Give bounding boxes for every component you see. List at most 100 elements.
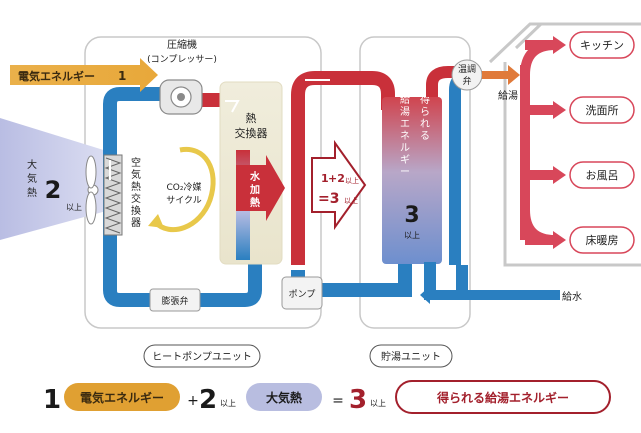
air-hx-zigzag [104,157,122,234]
formula-num1: 1 [43,385,61,415]
storage-unit-label-box [369,344,453,368]
tank-col2-char-4: ネ [400,130,410,142]
arrowhead-washroom [553,101,566,119]
air-heat-char-2: 気 [27,172,37,185]
return-pipe-bottom [200,195,262,307]
tank-to-valve-pipe [426,66,462,97]
mixing-valve-label-line2: 弁 [462,75,471,87]
pump [281,276,323,310]
co2-label-line1: CO₂冷媒 [167,181,202,193]
air-hx-char-6: 器 [131,217,141,229]
water-supply-pipe [430,290,560,300]
destination-washroom [569,96,635,124]
compressor-label-line2: (コンプレッサー) [147,54,217,65]
formula-num2: 2 [199,385,217,415]
cold-to-valve-pipe [449,72,465,265]
air-heat-char-1: 大 [27,158,37,171]
tank-col2-char-3: エ [400,119,410,130]
equation-line1-a: 1 [321,172,329,185]
formula-air-heat-label: 大気熱 [266,390,302,405]
branch-curve-floor [520,209,556,245]
arrowhead-floor [553,231,566,249]
air-heat-char-3: 熱 [27,186,37,199]
formula-num3: 3 [349,385,367,415]
equation-line2-b: 以上 [344,196,358,205]
formula-result-pill [395,380,611,414]
water-heating-char-1: 水 [249,170,261,183]
formula-num3-suffix: 以上 [370,399,386,408]
tank-col1-char-4: る [420,130,430,142]
destination-washroom-label: 洗面所 [586,104,619,117]
air-hx-char-3: 熱 [131,180,141,193]
tank-col1-char-2: ら [420,106,430,118]
co2-label-line2: サイクル [166,195,202,206]
electric-energy-label: 電気エネルギー [18,69,95,83]
water-heating-arrow [236,155,285,221]
formula-result-label: 得られる給湯エネルギー [436,390,569,405]
air-heat-value: 2 [45,176,62,204]
tank-value: 3 [404,203,419,228]
water-supply-label: 給水 [562,290,582,303]
pump-label: ポンプ [289,289,316,300]
air-hx-char-4: 交 [131,192,141,205]
formula-equals: = [332,393,344,409]
storage-unit-label: 貯湯ユニット [381,350,441,363]
formula-air-heat-pill [246,383,322,411]
arrowhead-kitchen [553,36,566,54]
tank-col1-char-1: 得 [420,94,430,106]
house-outline [488,22,641,267]
formula-plus: + [187,393,199,409]
co2-cycle-arc [153,146,216,233]
tank-col2-char-1: 給 [400,93,410,106]
equation-line1-c: 以上 [345,176,359,185]
destination-bath [569,161,635,189]
formula-num2-suffix: 以上 [220,399,236,408]
destination-kitchen [569,31,635,59]
destination-bath-label: お風呂 [586,169,619,182]
flow-arrow-2 [225,100,240,113]
heat-pump-unit-label: ヒートポンプユニット [152,351,252,363]
hot-water-pipe-to-tank [291,71,395,265]
air-hx-char-5: 換 [131,205,141,217]
co2-cycle-arrowhead [148,214,164,228]
destination-kitchen-label: キッチン [580,39,624,52]
electric-energy-arrow [10,58,158,92]
water-hx-label-line1: 熱 [246,112,257,125]
compressor-center [177,93,185,101]
expansion-valve-label: 膨張弁 [161,295,188,307]
air-heat-suffix: 以上 [66,203,82,212]
equation-arrow [311,139,367,231]
fan-blade-top [85,155,97,189]
tank-col2-char-6: ギ [400,154,410,166]
air-hx-char-1: 空 [131,156,141,169]
formula-electric-label: 電気エネルギー [80,390,164,405]
hot-supply-arrow [482,65,520,85]
hot-water-tank [382,97,442,264]
water-hx-label-line2: 交換器 [235,126,268,140]
equation-line1-b: +2 [328,172,345,185]
destination-floor-heating-label: 床暖房 [586,233,619,247]
formula-electric-pill [64,383,180,411]
electric-energy-value: 1 [118,69,126,83]
air-hx-char-2: 気 [131,168,141,181]
mixing-valve-label-line1: 温調 [458,63,476,75]
compressor-label-line1: 圧縮機 [167,38,197,51]
water-supply-arrow-head [420,286,430,304]
fan-blade-bottom [85,191,97,225]
water-heating-char-3: 熱 [250,196,260,209]
tank-col2-char-7: ー [400,167,410,178]
heat-pump-unit-label-box [143,344,261,368]
tank-col2-char-2: 湯 [400,105,410,118]
destination-floor-heating [569,226,635,254]
hot-supply-label: 給湯 [498,89,518,102]
water-heating-char-2: 加 [249,183,260,196]
equation-line2-a: =3 [318,191,339,207]
tank-value-suffix: 以上 [404,231,420,240]
branch-curve-kitchen [520,40,556,76]
arrowhead-bath [553,166,566,184]
tank-col2-char-5: ル [400,143,410,154]
expansion-valve [149,288,201,312]
tank-col1-char-3: れ [420,118,430,130]
